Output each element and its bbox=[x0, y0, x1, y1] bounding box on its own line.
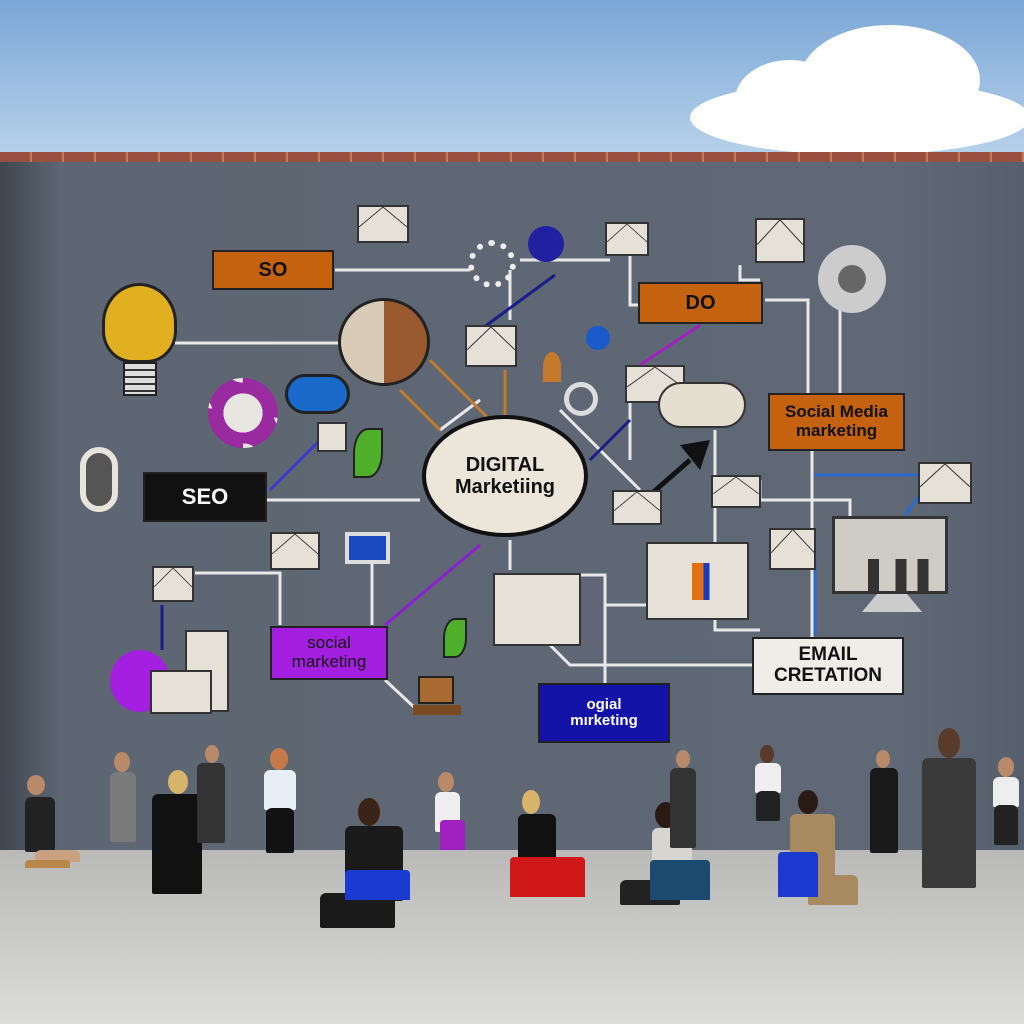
envelope-icon bbox=[605, 222, 649, 256]
ogial-marketing-label: ogial mırketing bbox=[538, 683, 670, 743]
digital-title: DIGITAL bbox=[465, 454, 545, 476]
envelope-icon bbox=[769, 528, 816, 570]
do-label: DO bbox=[638, 282, 763, 324]
potted-plant-icon bbox=[418, 676, 454, 704]
user-icon bbox=[543, 352, 561, 382]
person-standing bbox=[920, 728, 978, 973]
digital-subtitle: Marketiing bbox=[454, 476, 556, 498]
social-marketing-label: social marketing bbox=[270, 626, 388, 680]
document-icon bbox=[493, 573, 581, 646]
gear-icon bbox=[208, 378, 278, 448]
person-standing bbox=[256, 748, 301, 898]
envelope-icon bbox=[918, 462, 972, 504]
digital-marketing-bubble: DIGITAL Marketiing bbox=[422, 415, 588, 537]
gear-icon bbox=[818, 245, 886, 313]
table-icon bbox=[413, 705, 461, 715]
envelope-icon bbox=[465, 325, 517, 367]
puzzle-brain-icon bbox=[338, 298, 430, 386]
gear-icon bbox=[468, 240, 516, 288]
person-seated bbox=[25, 775, 85, 905]
chair bbox=[345, 870, 410, 900]
leaf-icon bbox=[443, 618, 467, 658]
chair bbox=[25, 860, 70, 868]
lightbulb-base-icon bbox=[123, 362, 157, 396]
envelope-icon bbox=[755, 218, 805, 263]
chair bbox=[510, 857, 585, 897]
laptop-icon bbox=[345, 532, 390, 564]
seo-label: SEO bbox=[143, 472, 267, 522]
envelope-icon bbox=[711, 475, 761, 508]
person-standing bbox=[668, 750, 698, 870]
cloud bbox=[735, 60, 845, 140]
envelope-icon bbox=[152, 566, 194, 602]
envelope-icon bbox=[612, 490, 662, 525]
monitor-stand-icon bbox=[862, 594, 922, 612]
envelope-icon bbox=[357, 205, 409, 243]
brick-wall-top bbox=[0, 152, 1024, 162]
chair bbox=[440, 820, 465, 850]
person-standing bbox=[990, 757, 1022, 892]
person-standing bbox=[108, 752, 138, 877]
chart-monitor-icon bbox=[646, 542, 749, 620]
social-media-marketing-label: Social Media marketing bbox=[768, 393, 905, 451]
user-icon bbox=[586, 326, 610, 350]
email-creation-label: EMAIL CRETATION bbox=[752, 637, 904, 695]
bar-chart-monitor-icon bbox=[832, 516, 948, 594]
person-standing bbox=[752, 745, 784, 865]
cloud-icon bbox=[658, 382, 746, 428]
lightbulb-icon bbox=[102, 283, 177, 363]
square-icon bbox=[317, 422, 347, 452]
toggle-icon bbox=[285, 374, 350, 414]
document-icon bbox=[150, 670, 212, 714]
keyhole-icon bbox=[80, 447, 118, 512]
so-label: SO bbox=[212, 250, 334, 290]
envelope-icon bbox=[270, 532, 320, 570]
location-pin-icon bbox=[528, 226, 564, 262]
chair bbox=[778, 852, 818, 897]
person-standing bbox=[150, 770, 205, 965]
chair bbox=[650, 860, 710, 900]
search-icon bbox=[564, 382, 598, 416]
leaf-icon bbox=[353, 428, 383, 478]
person-standing bbox=[195, 745, 227, 870]
person-standing bbox=[868, 750, 900, 880]
